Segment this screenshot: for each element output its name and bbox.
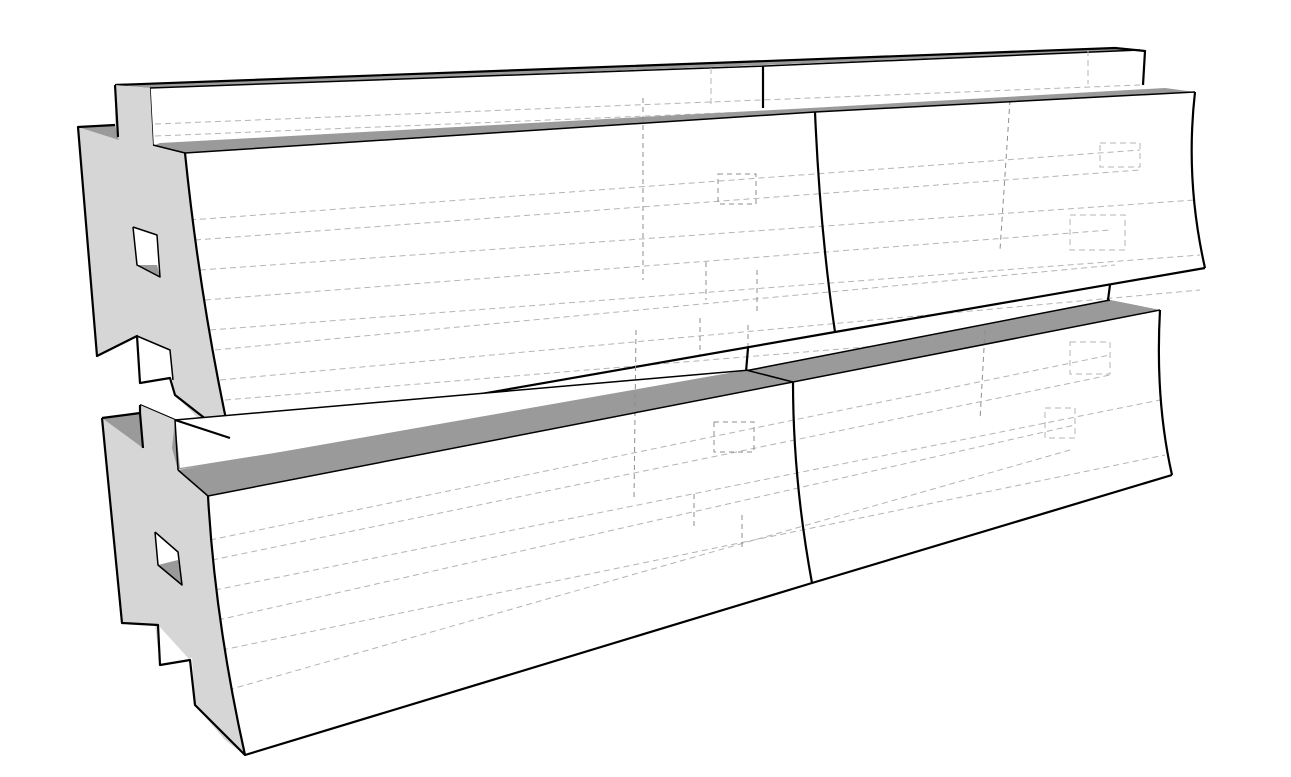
lower-course xyxy=(100,284,1174,757)
upper-hidden-lines xyxy=(189,98,1201,401)
lower-left-end-face xyxy=(102,413,245,755)
lower-left-block-front xyxy=(208,382,812,755)
upper-end-hole xyxy=(133,227,160,277)
lower-edges xyxy=(100,299,1174,757)
upper-edges xyxy=(76,84,1207,440)
upper-course xyxy=(76,46,1207,440)
upper-back-ridge xyxy=(114,46,1147,150)
upper-left-block-front xyxy=(185,112,835,438)
lower-back-ridge-front xyxy=(175,370,750,468)
lower-hidden-lines xyxy=(209,329,1166,691)
lower-top-strip xyxy=(178,300,1160,496)
